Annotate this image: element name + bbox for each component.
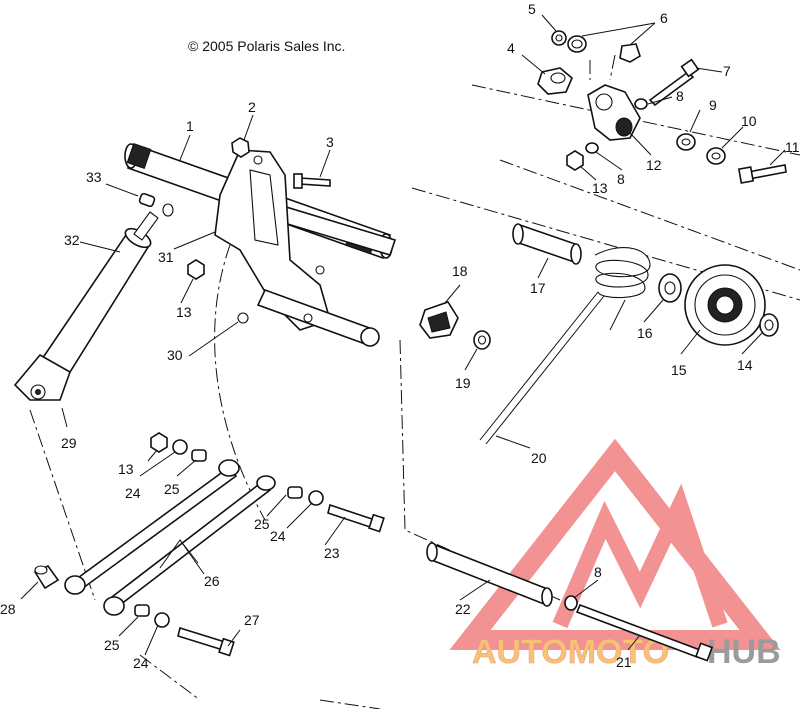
callout-22: 22 [455, 601, 471, 617]
callout-3: 3 [326, 134, 334, 150]
part-13-nut-lower [150, 432, 168, 453]
callout-20: 20 [531, 450, 547, 466]
part-5-washer [551, 30, 567, 46]
part-28-bushing [33, 564, 60, 590]
callout-8-upper: 8 [676, 88, 684, 104]
part-31-pivot-bracket [214, 149, 380, 347]
part-20-torsion-spring [479, 247, 651, 445]
callout-16: 16 [637, 325, 653, 341]
callout-13-right: 13 [592, 180, 608, 196]
part-30-grease-fitting [237, 312, 249, 324]
callout-labels: 1 2 3 4 5 6 7 8 8 8 9 10 11 12 13 13 13 … [0, 1, 800, 671]
part-16-washer [658, 273, 682, 303]
part-10-washer [706, 147, 726, 165]
alignment-line [139, 654, 201, 701]
part-8-washer-b [585, 142, 599, 154]
callout-12: 12 [646, 157, 662, 173]
part-15-idler-wheel [684, 264, 766, 346]
callout-7: 7 [723, 63, 731, 79]
callout-15: 15 [671, 362, 687, 378]
callout-24-middle: 24 [270, 528, 286, 544]
callout-17: 17 [530, 280, 546, 296]
callout-18: 18 [452, 263, 468, 279]
callout-8-lower: 8 [594, 564, 602, 580]
part-25-bushings [134, 449, 303, 617]
part-23-bolt [327, 503, 385, 533]
callout-19: 19 [455, 375, 471, 391]
callout-8-middle: 8 [617, 171, 625, 187]
part-11-bolt [737, 164, 787, 184]
part-33-spacer [138, 192, 174, 217]
part-24-washers [154, 439, 324, 628]
callout-13-left: 13 [176, 304, 192, 320]
callout-32: 32 [64, 232, 80, 248]
part-18-adjuster-cam [419, 301, 459, 339]
watermark-text-hub: HUB [707, 633, 781, 671]
callout-33: 33 [86, 169, 102, 185]
callout-25-lower: 25 [104, 637, 120, 653]
watermark-m-shape [552, 483, 728, 629]
callout-11: 11 [785, 139, 800, 155]
part-4-bushing [537, 67, 573, 95]
part-13-nut-right [566, 150, 584, 171]
alignment-line [319, 699, 381, 709]
alignment-line [499, 159, 800, 271]
callout-9: 9 [709, 97, 717, 113]
part-26-links [64, 459, 276, 616]
callout-2: 2 [248, 99, 256, 115]
leader-lines [20, 14, 786, 656]
callout-14: 14 [737, 357, 753, 373]
alignment-line [29, 409, 96, 601]
callout-24-lower: 24 [133, 655, 149, 671]
part-2-nut [231, 137, 250, 158]
callout-26: 26 [204, 573, 220, 589]
callout-24-upper: 24 [125, 485, 141, 501]
watermark-text-automoto: AUTOMOTO [472, 633, 669, 671]
part-8-washer-c [564, 595, 578, 611]
callout-27: 27 [244, 612, 260, 628]
automotohub-watermark: AUTOMOTO HUB [449, 438, 781, 671]
callout-10: 10 [741, 113, 757, 129]
part-17-spacer-tube [512, 223, 582, 265]
callout-25-upper: 25 [164, 481, 180, 497]
alignment-line [609, 54, 616, 81]
part-9-washer [676, 133, 696, 151]
part-3-bolt [293, 173, 331, 189]
part-27-bolt [177, 626, 235, 657]
part-22-shaft [426, 542, 553, 607]
part-6-bushings [567, 35, 641, 63]
callout-29: 29 [61, 435, 77, 451]
callout-4: 4 [507, 40, 515, 56]
part-19-washer [473, 330, 491, 350]
callout-13-lower: 13 [118, 461, 134, 477]
callout-25-middle: 25 [254, 516, 270, 532]
callout-31: 31 [158, 249, 174, 265]
part-12-idler-arm [587, 84, 641, 141]
callout-23: 23 [324, 545, 340, 561]
callout-30: 30 [167, 347, 183, 363]
part-21-bolt [575, 603, 714, 662]
callout-21: 21 [616, 654, 632, 670]
part-7-bolt [648, 58, 700, 107]
alignment-line [214, 244, 266, 521]
copyright-text: © 2005 Polaris Sales Inc. [188, 38, 345, 54]
alignment-line [471, 84, 800, 156]
part-32-shock-absorber [13, 211, 159, 401]
callout-6: 6 [660, 10, 668, 26]
part-8-washer-a [634, 98, 648, 110]
part-14-washer [759, 313, 779, 337]
callout-28: 28 [0, 601, 16, 617]
callout-5: 5 [528, 1, 536, 17]
callout-1: 1 [186, 118, 194, 134]
part-13-nut-left [187, 259, 205, 280]
